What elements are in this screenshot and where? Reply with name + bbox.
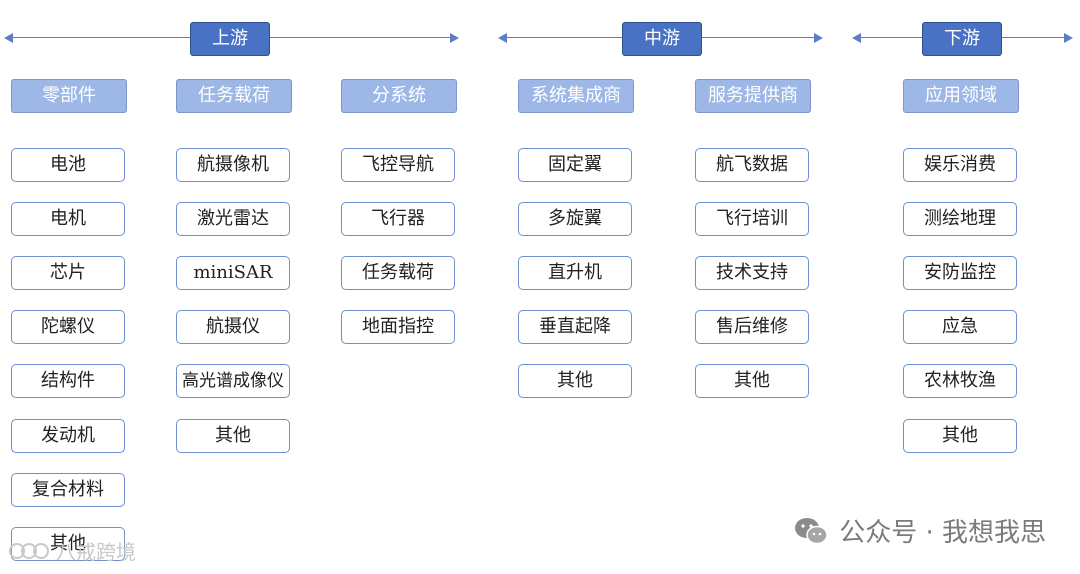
- item-components: 电池: [11, 148, 125, 182]
- item-components: 芯片: [11, 256, 125, 290]
- watermark-wechat: 公众号 · 我想我思: [793, 512, 1046, 549]
- item-subsystem: 飞控导航: [341, 148, 455, 182]
- item-service: 售后维修: [695, 310, 809, 344]
- item-integrator: 垂直起降: [518, 310, 632, 344]
- item-integrator: 直升机: [518, 256, 632, 290]
- item-components: 复合材料: [11, 473, 125, 507]
- category-service: 服务提供商: [695, 79, 811, 113]
- item-subsystem: 地面指控: [341, 310, 455, 344]
- item-subsystem: 飞行器: [341, 202, 455, 236]
- item-service: 航飞数据: [695, 148, 809, 182]
- item-integrator: 多旋翼: [518, 202, 632, 236]
- category-subsystem: 分系统: [341, 79, 457, 113]
- item-service: 技术支持: [695, 256, 809, 290]
- watermark-left-text: 八戒跨境: [56, 540, 136, 564]
- item-application: 安防监控: [903, 256, 1017, 290]
- item-application: 其他: [903, 419, 1017, 453]
- stage-midstream: 中游: [622, 22, 702, 56]
- category-integrator: 系统集成商: [518, 79, 634, 113]
- item-components: 发动机: [11, 419, 125, 453]
- stage-upstream: 上游: [190, 22, 270, 56]
- item-payload: 航摄仪: [176, 310, 290, 344]
- item-payload: 其他: [176, 419, 290, 453]
- category-application: 应用领域: [903, 79, 1019, 113]
- category-components: 零部件: [11, 79, 127, 113]
- item-application: 娱乐消费: [903, 148, 1017, 182]
- item-application: 农林牧渔: [903, 364, 1017, 398]
- stage-downstream: 下游: [922, 22, 1002, 56]
- item-application: 测绘地理: [903, 202, 1017, 236]
- item-application: 应急: [903, 310, 1017, 344]
- item-payload: miniSAR: [176, 256, 290, 290]
- item-service: 飞行培训: [695, 202, 809, 236]
- item-components: 结构件: [11, 364, 125, 398]
- item-service: 其他: [695, 364, 809, 398]
- watermark-right-text: 公众号 · 我想我思: [839, 518, 1046, 548]
- category-payload: 任务载荷: [176, 79, 292, 113]
- item-components: 电机: [11, 202, 125, 236]
- brand-logo-icon: [9, 542, 49, 559]
- wechat-icon: [795, 517, 828, 544]
- item-payload: 激光雷达: [176, 202, 290, 236]
- item-integrator: 固定翼: [518, 148, 632, 182]
- item-components: 陀螺仪: [11, 310, 125, 344]
- watermark-brand: 八戒跨境: [8, 536, 136, 565]
- item-payload: 高光谱成像仪: [176, 364, 290, 398]
- item-payload: 航摄像机: [176, 148, 290, 182]
- item-subsystem: 任务载荷: [341, 256, 455, 290]
- item-integrator: 其他: [518, 364, 632, 398]
